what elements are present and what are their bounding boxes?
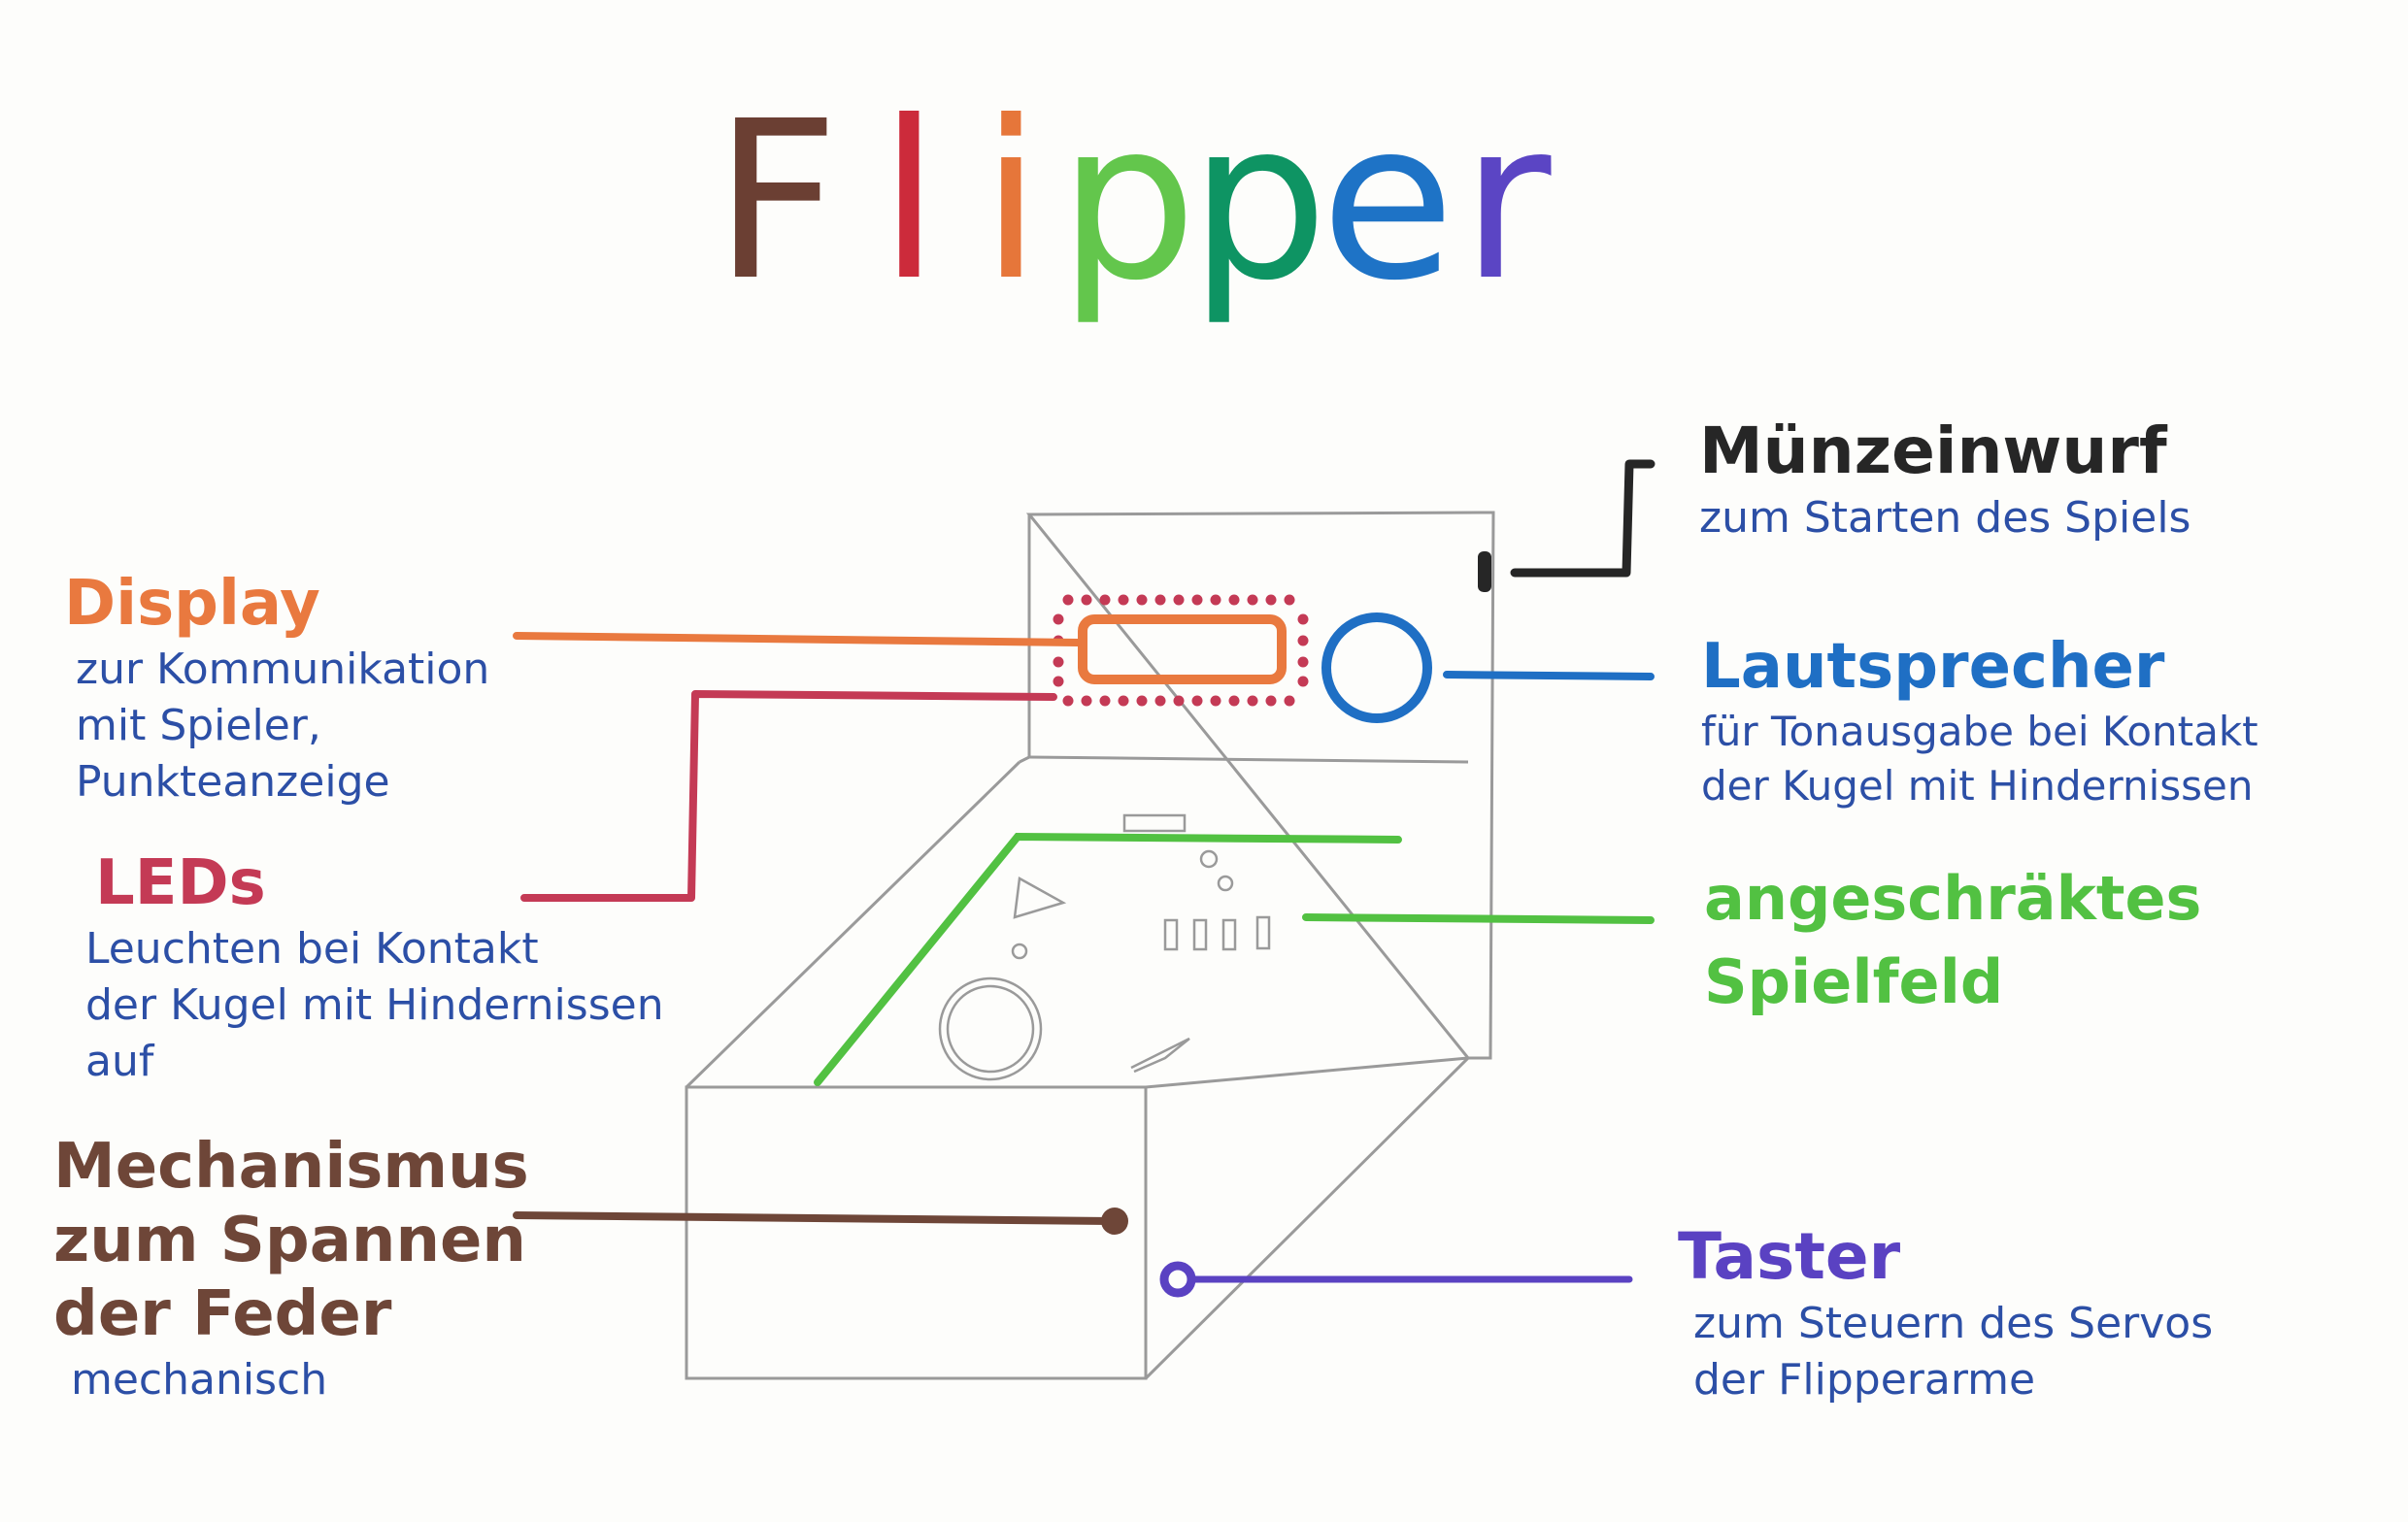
led-dot	[1297, 613, 1309, 625]
led-dot	[1297, 676, 1309, 687]
led-dot	[1154, 695, 1166, 707]
spielfeld-title-line: angeschräktes	[1704, 863, 2202, 934]
display-note: zur Kommunikation mit Spieler, Punkteanz…	[76, 648, 489, 804]
title-letter-f: F	[714, 75, 839, 329]
led-dot	[1210, 695, 1221, 707]
lautsprecher-note-line: der Kugel mit Hindernissen	[1701, 762, 2254, 810]
led-dot	[1284, 695, 1295, 707]
lautsprecher-note: für Tonausgabe bei Kontakt der Kugel mit…	[1701, 711, 2258, 807]
taster-title: Taster	[1678, 1219, 1901, 1294]
mechanismus-title-line: der Feder	[53, 1278, 392, 1350]
led-dot	[1284, 594, 1295, 606]
display-note-line: zur Kommunikation	[76, 645, 490, 694]
label-muenzeinwurf: Münzeinwurf zum Starten des Spiels	[1699, 419, 2191, 553]
led-dot	[1062, 594, 1074, 606]
leds-note-line: auf	[85, 1037, 154, 1086]
led-dot	[1053, 676, 1064, 687]
led-dot	[1136, 594, 1148, 606]
label-lautsprecher: Lautsprecher für Tonausgabe bei Kontakt …	[1701, 636, 2258, 820]
led-dot	[1297, 635, 1309, 646]
label-display: Display zur Kommunikation mit Spieler, P…	[64, 573, 489, 817]
led-dot	[1118, 695, 1129, 707]
display-leader-line	[513, 632, 1082, 646]
led-dot	[1247, 594, 1258, 606]
spielfeld-title: angeschräktes Spielfeld	[1704, 869, 2201, 1012]
leds-note: Leuchten bei Kontakt der Kugel mit Hinde…	[85, 928, 664, 1083]
mechanismus-note-line: mechanisch	[71, 1355, 328, 1405]
display-note-line: mit Spieler,	[76, 701, 321, 750]
lautsprecher-title: Lautsprecher	[1701, 631, 2165, 703]
leds-note-line: Leuchten bei Kontakt	[85, 924, 539, 974]
mechanismus-title-line: zum Spannen	[53, 1205, 526, 1276]
led-dot	[1173, 594, 1185, 606]
led-dot	[1228, 695, 1240, 707]
title-letter-r: r	[1461, 75, 1552, 329]
led-dot	[1228, 594, 1240, 606]
led-dots	[1053, 594, 1309, 707]
leds-title: LEDs	[95, 847, 266, 919]
target-bank	[1122, 813, 1187, 833]
label-taster: Taster zum Steuern des Servos der Flippe…	[1678, 1225, 2213, 1415]
mechanism-leader-line	[513, 1211, 1119, 1225]
button-circle	[1159, 1261, 1196, 1298]
display-screen	[1078, 614, 1287, 684]
leds-note-line: der Kugel mit Hindernissen	[85, 980, 664, 1030]
label-mechanismus: Mechanismus zum Spannen der Feder mechan…	[53, 1136, 529, 1415]
mechanismus-note: mechanisch	[71, 1359, 529, 1402]
mechanismus-title-line: Mechanismus	[53, 1131, 529, 1203]
taster-note: zum Steuern des Servos der Flipperarme	[1693, 1303, 2213, 1402]
led-dot	[1297, 656, 1309, 668]
led-dot	[1099, 594, 1111, 606]
back-box	[1025, 511, 1495, 1060]
led-dot	[1081, 594, 1092, 606]
title-letter-e: e	[1321, 75, 1455, 329]
mechanismus-title: Mechanismus zum Spannen der Feder	[53, 1136, 529, 1345]
led-dot	[1191, 594, 1203, 606]
led-dot	[1265, 594, 1277, 606]
cabinet	[685, 755, 1470, 1380]
led-dot	[1081, 695, 1092, 707]
led-dot	[1062, 695, 1074, 707]
playfield-outline	[814, 832, 1402, 1086]
label-leds: LEDs Leuchten bei Kontakt der Kugel mit …	[85, 847, 664, 1097]
led-dot	[1053, 656, 1064, 668]
led-dot	[1099, 695, 1111, 707]
led-dot	[1173, 695, 1185, 707]
title-letter-p1: p	[1058, 75, 1197, 329]
leds-leader-line	[520, 690, 1057, 902]
led-dot	[1247, 695, 1258, 707]
plunger-knob	[1101, 1208, 1128, 1235]
muenzeinwurf-title: Münzeinwurf	[1699, 414, 2167, 488]
playfield-leader-line	[1302, 913, 1655, 924]
title-letter-i: i	[981, 75, 1042, 329]
muenzeinwurf-note-line: zum Starten des Spiels	[1699, 493, 2191, 543]
taster-note-line: zum Steuern des Servos	[1693, 1299, 2214, 1348]
playfield-details	[938, 813, 1271, 1081]
muenzeinwurf-note: zum Starten des Spiels	[1699, 497, 2191, 540]
speaker-circle	[1321, 612, 1432, 723]
title: F l i p p e r	[714, 75, 1552, 329]
led-dot	[1154, 594, 1166, 606]
led-dot	[1210, 594, 1221, 606]
display-note-line: Punkteanzeige	[76, 757, 390, 807]
led-dot	[1265, 695, 1277, 707]
lautsprecher-note-line: für Tonausgabe bei Kontakt	[1701, 708, 2258, 755]
led-dot	[1118, 594, 1129, 606]
led-dot	[1053, 613, 1064, 625]
title-letter-l: l	[879, 75, 940, 329]
bumper-ring	[938, 976, 1043, 1081]
led-dot	[1136, 695, 1148, 707]
speaker-leader-line	[1443, 671, 1655, 680]
label-spielfeld: angeschräktes Spielfeld	[1704, 869, 2201, 1026]
led-dot	[1191, 695, 1203, 707]
display-title: Display	[64, 568, 320, 640]
coin-leader-line	[1510, 459, 1656, 578]
title-letter-p2: p	[1189, 75, 1328, 329]
taster-note-line: der Flipperarme	[1693, 1355, 2036, 1405]
spielfeld-title-line: Spielfeld	[1704, 946, 2004, 1017]
coin-slot	[1478, 551, 1491, 592]
